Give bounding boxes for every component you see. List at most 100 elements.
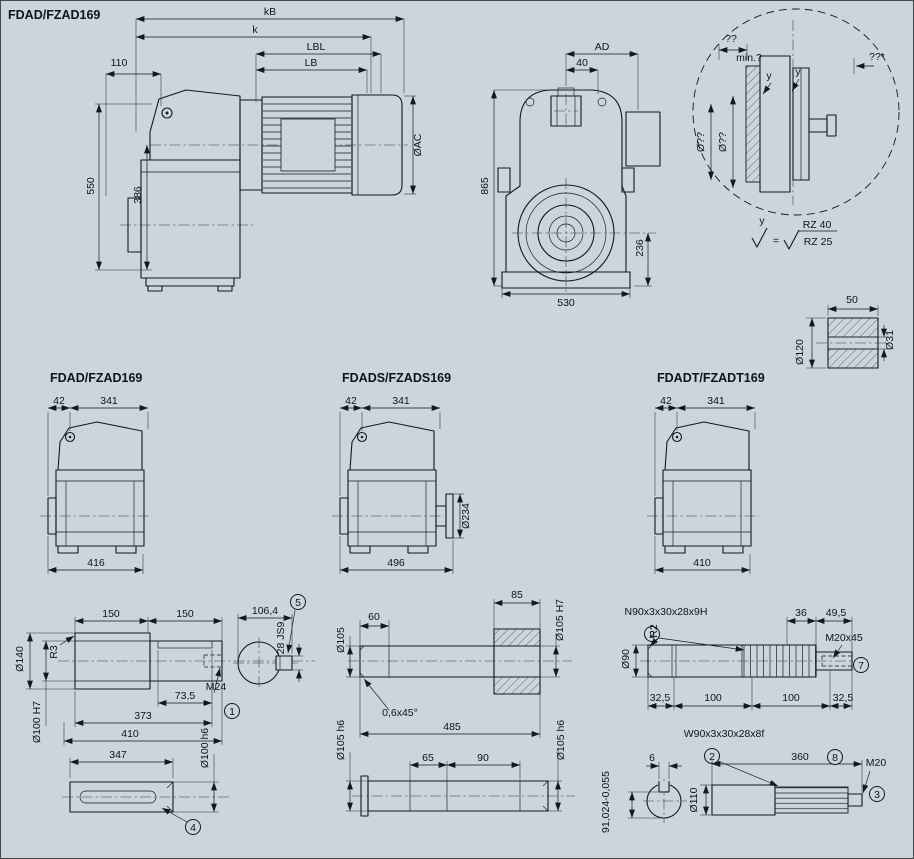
callout-1: 1 [224, 703, 240, 719]
dim-dia-234: Ø234 [460, 503, 472, 529]
dim-341-c: 341 [707, 395, 725, 407]
svg-text:8: 8 [832, 752, 838, 764]
dim-dia-90: Ø90 [620, 649, 632, 669]
label-chamfer: 0,6x45° [382, 707, 418, 719]
svg-text:4: 4 [190, 822, 196, 834]
dim-550: 550 [85, 177, 97, 195]
dim-360: 360 [791, 751, 809, 763]
housing-outline [505, 89, 627, 272]
dim-373: 373 [134, 710, 152, 722]
dim-kb: kB [264, 6, 276, 18]
dim-496: 496 [387, 557, 405, 569]
label-y-2: y [795, 66, 801, 78]
svg-text:1: 1 [229, 706, 235, 718]
roughness-rz40: RZ 40 [803, 219, 832, 231]
side-view: kB k LBL LB 110 550 386 ØAC [85, 6, 424, 292]
dim-347: 347 [109, 749, 127, 761]
dim-236: 236 [634, 239, 646, 257]
variant-fdadt-title: FDADT/FZADT169 [657, 371, 765, 385]
dim-32-5-left: 32,5 [650, 692, 671, 704]
dim-865: 865 [479, 177, 491, 195]
dim-lbl: LBL [307, 41, 326, 53]
dim-485: 485 [443, 721, 461, 733]
dim-lb: LB [305, 57, 318, 69]
dim-341-b: 341 [392, 395, 410, 407]
svg-text:7: 7 [858, 660, 864, 672]
shaft-detail-middle: 60 85 Ø105 Ø105 H7 0,6x45° 485 65 90 Ø10… [335, 589, 575, 817]
dim-150-right: 150 [176, 608, 194, 620]
variant-fdadt: FDADT/FZADT169 42 341 410 [646, 371, 765, 574]
variant-fdad: FDAD/FZAD169 42 341 416 [39, 371, 153, 574]
label-m24: M24 [206, 681, 227, 693]
svg-text:2: 2 [649, 629, 655, 641]
label-spline-n90: N90x3x30x28x9H [625, 606, 708, 618]
variant-fdads: FDADS/FZADS169 42 341 Ø234 496 [331, 371, 472, 574]
roughness-y: y [759, 215, 765, 227]
dim-42-b: 42 [345, 395, 357, 407]
dim-dia-31: Ø31 [884, 330, 896, 350]
bushing-section: 50 Ø31 Ø120 [794, 294, 896, 369]
svg-text:5: 5 [295, 597, 301, 609]
dim-dia-unknown-1: Ø?? [695, 132, 707, 152]
label-m20: M20 [866, 757, 887, 769]
dim-dia-120: Ø120 [794, 339, 806, 365]
callout-5: 5 [290, 594, 306, 610]
dim-36: 36 [795, 607, 807, 619]
front-view: AD 40 865 236 530 [479, 41, 661, 309]
dim-6: 6 [649, 752, 655, 764]
dim-65: 65 [422, 752, 434, 764]
dim-dia-100-h7: Ø100 H7 [31, 701, 43, 743]
dim-341-a: 341 [100, 395, 118, 407]
dim-386: 386 [132, 186, 144, 204]
dim-dia-110: Ø110 [688, 787, 700, 812]
label-m20x45: M20x45 [825, 632, 863, 644]
dim-410-shaft: 410 [121, 728, 139, 740]
surface-roughness-note: y = RZ 40 RZ 25 [751, 215, 837, 250]
label-spline-w90: W90x3x30x28x8f [684, 728, 765, 740]
label-r3: R3 [48, 645, 60, 659]
dim-42-a: 42 [53, 395, 65, 407]
dim-49-5: 49,5 [826, 607, 847, 619]
dim-90: 90 [477, 752, 489, 764]
callout-4: 4 [185, 819, 201, 835]
dim-dia-100-h6: Ø100 h6 [199, 728, 211, 768]
dim-dia-ac: ØAC [412, 133, 424, 156]
dim-110: 110 [111, 57, 128, 69]
shaft-mounting-detail: ?? min.? ??* y y Ø?? Ø?? [692, 8, 900, 216]
dim-106-4: 106,4 [252, 605, 278, 617]
shaft-detail-right: N90x3x30x28x9H 2 36 49,5 Ø90 R2 M20x45 7… [600, 606, 886, 833]
svg-text:3: 3 [874, 789, 880, 801]
dim-unknown-star: ??* [869, 51, 885, 63]
variant-fdads-title: FDADS/FZADS169 [342, 371, 451, 385]
fan-cowl [351, 94, 403, 196]
dim-150-left: 150 [102, 608, 120, 620]
callout-3: 3 [869, 786, 885, 802]
dim-min-unknown: min.? [736, 52, 762, 64]
callout-7: 7 [853, 657, 869, 673]
dim-416: 416 [87, 557, 105, 569]
dim-dia-140: Ø140 [14, 646, 26, 672]
motor-nameplate [280, 118, 336, 172]
dim-ad: AD [595, 41, 610, 53]
dim-unknown-top: ?? [725, 33, 737, 45]
label-r2: R2 [648, 624, 660, 638]
dim-32-5-right: 32,5 [833, 692, 854, 704]
shaft-detail-left: 150 150 106,4 5 28 JS9 Ø140 R3 Ø100 H7 M… [14, 594, 315, 835]
dim-60: 60 [368, 611, 380, 623]
dim-dia-105-h6-left: Ø105 h6 [335, 720, 347, 760]
roughness-rz25: RZ 25 [804, 236, 833, 248]
page-title: FDAD/FZAD169 [8, 8, 100, 22]
terminal-box [625, 111, 661, 167]
dim-530: 530 [557, 297, 575, 309]
dim-dia-105-h7: Ø105 H7 [554, 599, 566, 641]
dim-85: 85 [511, 589, 523, 601]
dim-42-c: 42 [660, 395, 672, 407]
dim-dia-105-h6-right: Ø105 h6 [555, 720, 567, 760]
dim-k: k [252, 24, 258, 36]
variant-fdad-title: FDAD/FZAD169 [50, 371, 142, 385]
callout-8: 8 [827, 749, 843, 765]
dim-91-024: 91,024-0,055 [600, 771, 612, 833]
dim-dia-105: Ø105 [335, 627, 347, 653]
